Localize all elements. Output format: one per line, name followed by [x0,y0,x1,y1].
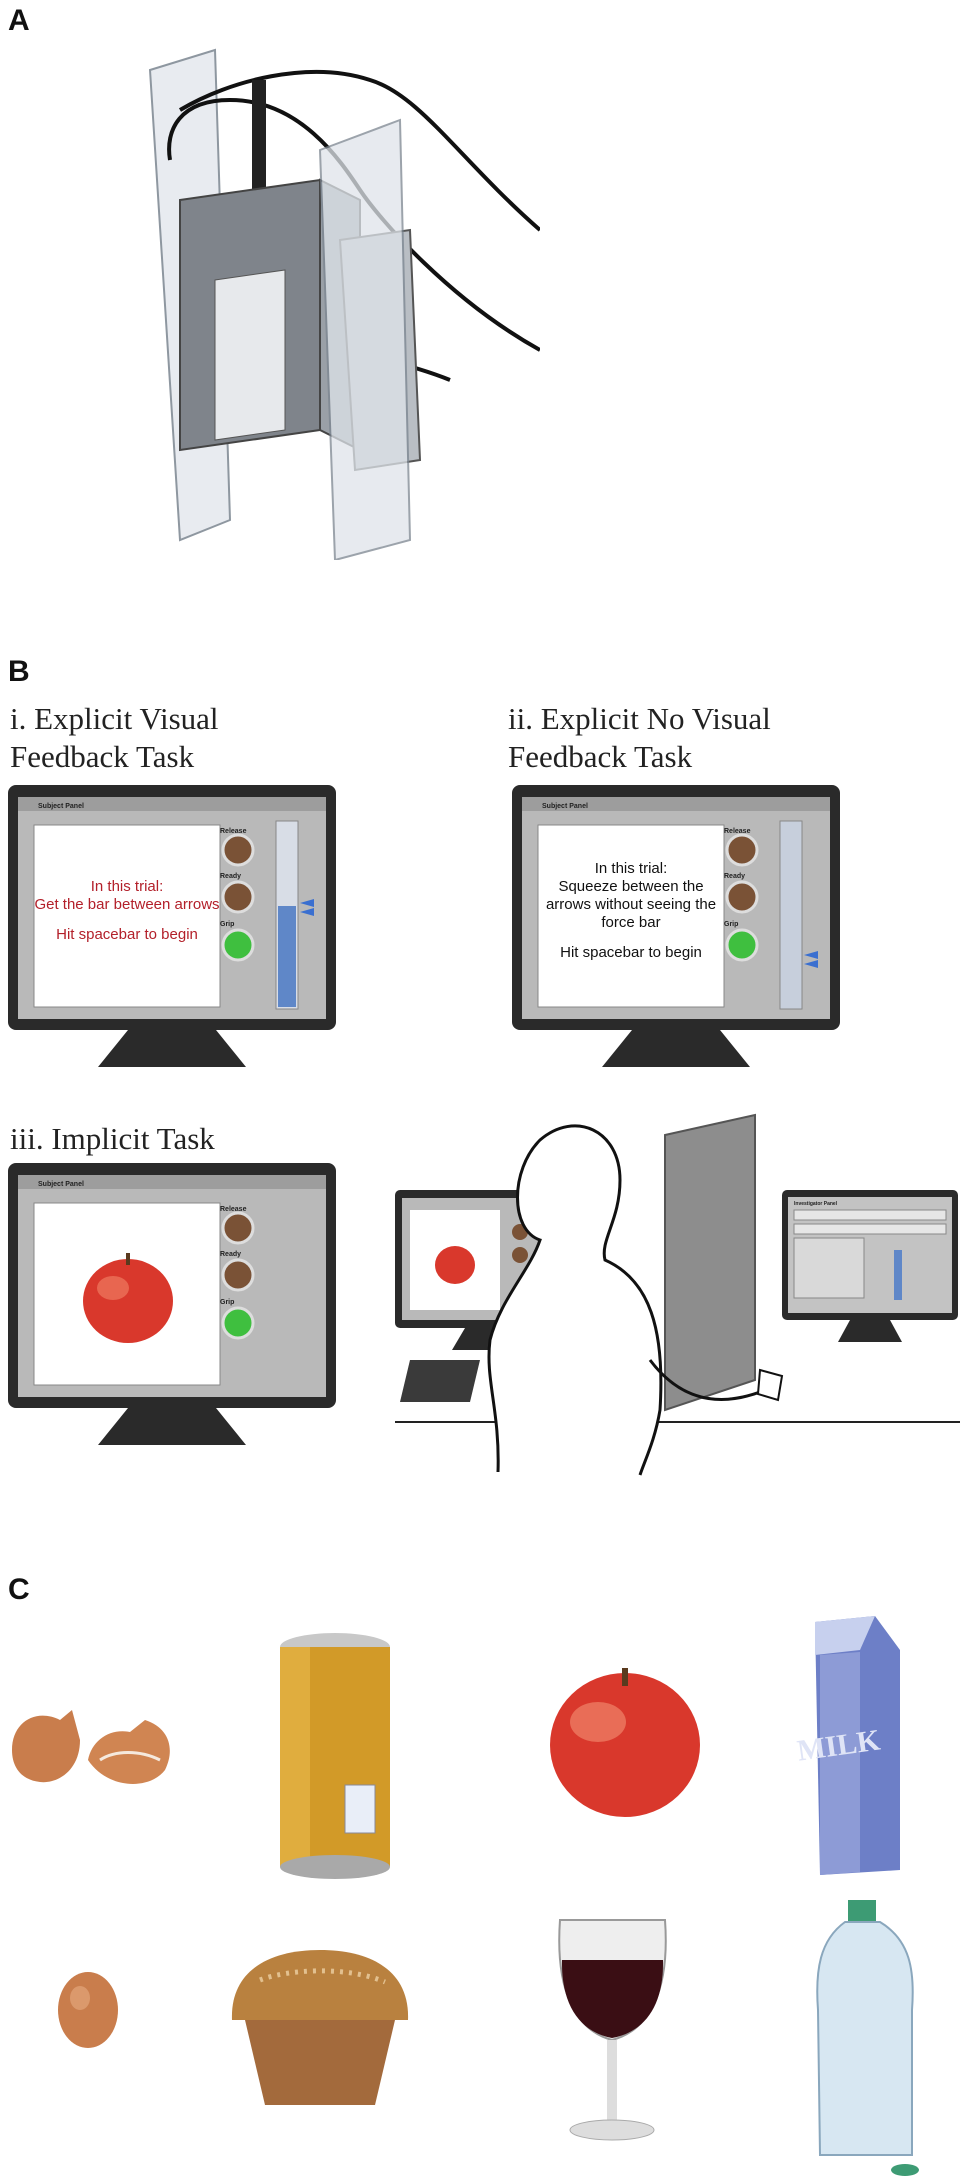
release-label: Release [220,828,247,835]
ready-button [221,1258,255,1292]
release-button [725,833,759,867]
investigator-panel-header: Investigator Panel [794,1201,838,1207]
milk-carton-image: MILK [795,1616,900,1875]
task-ii-line3: arrows without seeing the [546,896,716,913]
muffin-image [231,1950,409,2105]
release-button [221,1211,255,1245]
cracked-eggshell-image [12,1710,170,1784]
grip-indicator [221,1306,255,1340]
object-grid: MILK [0,1610,966,2177]
task-i-line3: Hit spacebar to begin [56,926,198,943]
task-i-line1: In this trial: [91,878,164,895]
monitor-header: Subject Panel [542,803,588,810]
monitor-header: Subject Panel [38,1181,84,1188]
water-bottle-image [816,1900,919,2176]
release-button [221,833,255,867]
experimental-setup-scene: Investigator Panel [390,1110,960,1480]
ready-label: Ready [220,1251,241,1258]
ready-label: Ready [724,873,745,880]
ready-button [221,880,255,914]
task-ii-line2: Squeeze between the [558,878,703,895]
task-iii-title: iii. Implicit Task [10,1121,215,1156]
grip-device-illustration [120,40,540,560]
monitor-header: Subject Panel [38,803,84,810]
release-label: Release [220,1206,247,1213]
apple-image [550,1668,700,1817]
grip-label: Grip [724,921,738,928]
ready-label: Ready [220,873,241,880]
grip-label: Grip [220,1299,234,1306]
panel-letter-c: C [8,1573,30,1606]
egg-image [58,1972,118,2048]
soda-can-image [280,1633,390,1879]
task-i-line2: Get the bar between arrows [34,896,219,913]
panel-letter-a: A [8,4,30,37]
grip-indicator [221,928,255,962]
grip-indicator [725,928,759,962]
release-label: Release [724,828,751,835]
task-ii-title: ii. Explicit No Visual Feedback Task [508,701,771,774]
wine-glass-image [558,1919,667,2141]
monitor-task-iii: Subject Panel Release Ready Grip [8,1163,336,1453]
hidden-force-bar [779,820,803,1010]
monitor-task-i: Subject Panel In this trial: Get the bar… [8,785,336,1075]
task-ii-line5: Hit spacebar to begin [560,944,702,961]
task-ii-line4: force bar [601,914,660,931]
ready-button [725,880,759,914]
grip-label: Grip [220,921,234,928]
task-i-title: i. Explicit Visual Feedback Task [10,701,219,774]
panel-letter-b: B [8,655,30,688]
monitor-task-ii: Subject Panel In this trial: Squeeze bet… [512,785,840,1075]
task-ii-line1: In this trial: [595,860,668,877]
apple-image [83,1253,173,1343]
force-bar-fill [278,906,296,1007]
